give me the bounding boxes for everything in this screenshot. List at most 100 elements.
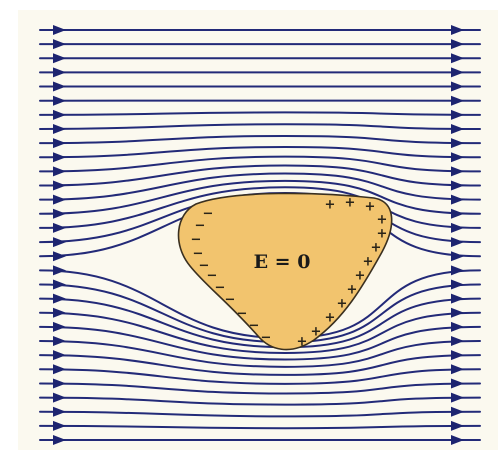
arrowhead	[451, 138, 464, 149]
surface-charges: −−−−−−−−−−−+++++++++++++	[191, 196, 388, 350]
positive-charge: +	[371, 241, 382, 256]
arrowhead	[451, 265, 464, 276]
field-line	[39, 325, 481, 361]
positive-charge: +	[365, 200, 376, 215]
field-line	[39, 186, 481, 229]
arrowhead	[53, 435, 66, 445]
negative-charge: −	[261, 331, 272, 346]
arrowhead	[451, 109, 464, 120]
arrowhead	[451, 307, 464, 318]
arrowhead	[451, 378, 464, 389]
field-line	[39, 155, 481, 173]
arrowhead	[53, 237, 66, 248]
negative-charge: −	[203, 207, 214, 222]
negative-charge: −	[249, 319, 260, 334]
positive-charge: +	[325, 311, 336, 326]
arrowhead	[451, 420, 464, 431]
conductor-body	[177, 192, 393, 351]
arrowhead	[451, 406, 464, 417]
arrowhead	[53, 25, 66, 35]
negative-charge: −	[199, 259, 210, 274]
arrowhead	[451, 180, 464, 191]
field-line	[39, 396, 481, 406]
arrowhead	[53, 251, 66, 262]
arrowhead	[53, 109, 66, 120]
arrowhead	[53, 420, 66, 431]
field-line	[39, 410, 481, 418]
arrowhead	[451, 53, 464, 64]
arrowhead	[451, 67, 464, 78]
arrowhead	[451, 39, 464, 50]
field-line	[39, 424, 481, 430]
field-line	[39, 340, 481, 368]
arrowhead	[451, 95, 464, 106]
field-lines	[39, 25, 481, 445]
arrowhead	[451, 293, 464, 304]
arrowhead	[451, 364, 464, 375]
field-line	[39, 179, 481, 215]
positive-charge: +	[377, 213, 388, 228]
arrowhead	[451, 25, 464, 35]
arrowhead	[451, 392, 464, 403]
negative-charge: −	[207, 269, 218, 284]
positive-charge: +	[337, 297, 348, 312]
arrowhead	[451, 237, 464, 248]
arrowhead	[53, 265, 66, 276]
arrowhead	[451, 166, 464, 177]
arrowhead	[53, 364, 66, 375]
arrowhead	[451, 435, 464, 445]
positive-charge: +	[355, 269, 366, 284]
arrowhead	[53, 166, 66, 177]
arrowhead	[451, 123, 464, 134]
arrowhead	[53, 53, 66, 64]
arrowhead	[451, 194, 464, 205]
arrowhead	[53, 321, 66, 332]
field-line	[39, 311, 481, 354]
arrowhead	[53, 138, 66, 149]
field-line	[39, 382, 481, 395]
arrowhead	[53, 152, 66, 163]
arrowhead	[53, 222, 66, 233]
arrowhead	[451, 222, 464, 233]
arrowhead	[53, 350, 66, 361]
arrowhead	[53, 39, 66, 50]
arrowhead	[53, 81, 66, 92]
arrowhead	[451, 350, 464, 361]
field-line	[39, 111, 481, 116]
positive-charge: +	[297, 335, 308, 350]
arrowhead	[53, 67, 66, 78]
arrowhead	[53, 293, 66, 304]
arrowhead	[53, 95, 66, 106]
arrowhead	[451, 208, 464, 219]
field-line	[39, 135, 481, 145]
positive-charge: +	[363, 255, 374, 270]
negative-charge: −	[195, 219, 206, 234]
arrowhead	[53, 180, 66, 191]
arrowhead	[53, 307, 66, 318]
arrowhead	[53, 208, 66, 219]
arrowhead	[451, 152, 464, 163]
arrowhead	[53, 279, 66, 290]
field-line	[39, 368, 481, 385]
field-line	[39, 172, 481, 201]
negative-charge: −	[193, 247, 204, 262]
arrowhead	[53, 336, 66, 347]
positive-charge: +	[377, 227, 388, 242]
arrowhead	[53, 392, 66, 403]
positive-charge: +	[325, 198, 336, 213]
arrowhead	[53, 194, 66, 205]
negative-charge: −	[237, 307, 248, 322]
positive-charge: +	[311, 325, 322, 340]
arrowhead	[451, 279, 464, 290]
field-line	[39, 146, 481, 159]
arrowhead	[451, 251, 464, 262]
field-line	[39, 354, 481, 376]
inside-field-label: E = 0	[254, 251, 311, 273]
arrowhead	[451, 321, 464, 332]
arrowhead	[451, 81, 464, 92]
positive-charge: +	[345, 196, 356, 211]
negative-charge: −	[215, 281, 226, 296]
field-line	[39, 164, 481, 187]
arrowhead	[53, 123, 66, 134]
